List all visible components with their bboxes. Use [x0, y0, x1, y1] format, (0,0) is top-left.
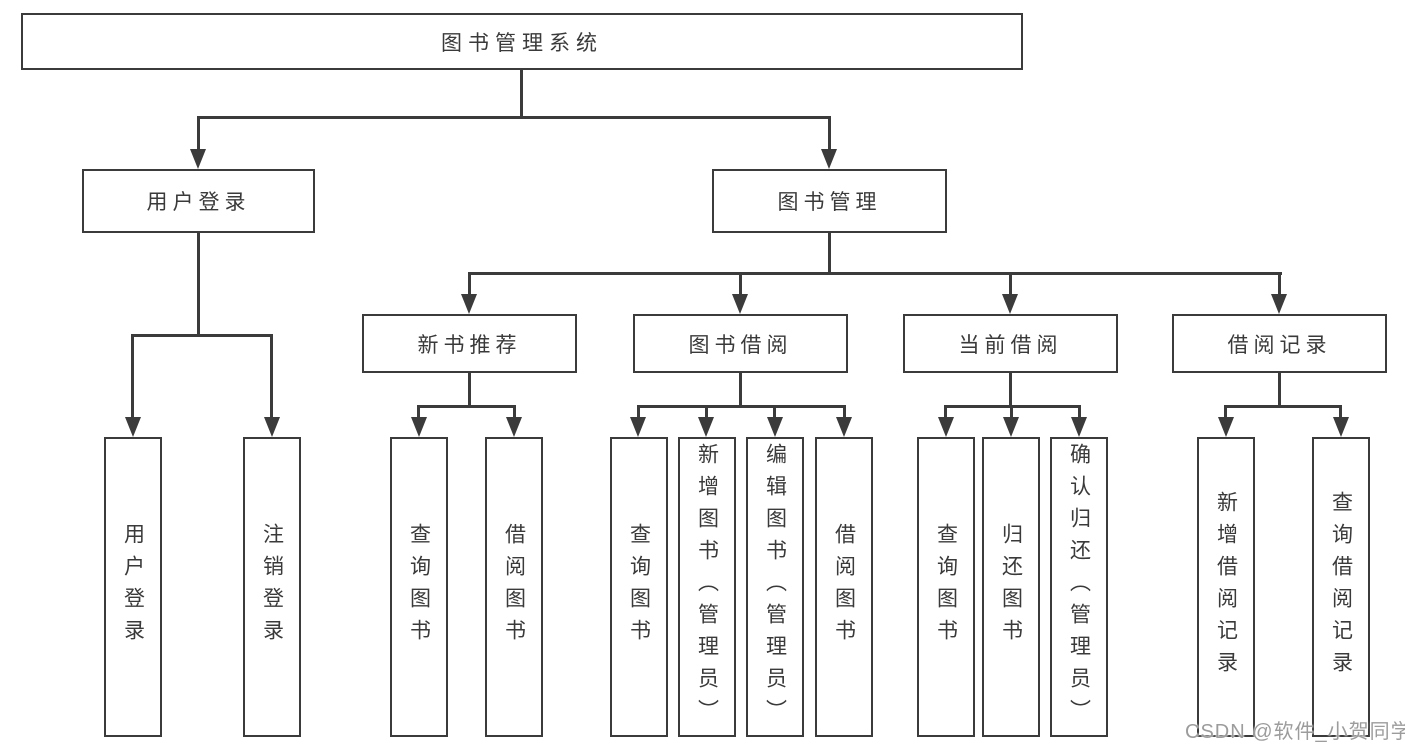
node-label: 图书管理系统 — [441, 31, 603, 55]
connector-line — [1278, 373, 1281, 407]
connector-line — [197, 233, 200, 336]
leaf-label: 查询图书 — [934, 523, 958, 651]
arrow-down-icon — [1003, 417, 1019, 437]
leaf-label: 借阅图书 — [502, 523, 526, 651]
connector-line — [131, 334, 134, 419]
leaf-label: 查询图书 — [407, 523, 431, 651]
connector-line — [1009, 373, 1012, 407]
leaf-borrow-books-1: 借阅图书 — [485, 437, 543, 737]
arrow-down-icon — [411, 417, 427, 437]
leaf-label: 查询图书 — [627, 523, 651, 651]
leaf-label: 归还图书 — [999, 523, 1023, 651]
arrow-down-icon — [506, 417, 522, 437]
leaf-logout: 注销登录 — [243, 437, 301, 737]
leaf-query-books-2: 查询图书 — [610, 437, 668, 737]
csdn-watermark: CSDN @软件_小贺同学 — [1185, 721, 1405, 743]
leaf-label: 编辑图书（管理员） — [763, 443, 787, 731]
arrow-down-icon — [1333, 417, 1349, 437]
node-label: 新书推荐 — [417, 333, 522, 357]
node-user-login: 用户登录 — [82, 169, 315, 233]
arrow-down-icon — [461, 294, 477, 314]
leaf-query-books-3: 查询图书 — [917, 437, 975, 737]
connector-line — [637, 405, 640, 419]
leaf-edit-books-admin: 编辑图书（管理员） — [746, 437, 804, 737]
node-current-borrowing: 当前借阅 — [903, 314, 1118, 373]
node-label: 图书管理 — [777, 191, 882, 214]
node-label: 借阅记录 — [1227, 333, 1332, 357]
leaf-query-books-1: 查询图书 — [390, 437, 448, 737]
leaf-label: 新增借阅记录 — [1214, 491, 1238, 683]
arrow-down-icon — [264, 417, 280, 437]
node-borrowing-records: 借阅记录 — [1172, 314, 1387, 373]
node-label: 当前借阅 — [958, 333, 1063, 357]
connector-line — [197, 116, 200, 151]
connector-line — [1078, 405, 1081, 419]
arrow-down-icon — [1218, 417, 1234, 437]
leaf-return-books: 归还图书 — [982, 437, 1040, 737]
arrow-down-icon — [630, 417, 646, 437]
arrow-down-icon — [767, 417, 783, 437]
connector-line — [1224, 405, 1227, 419]
arrow-down-icon — [732, 294, 748, 314]
connector-line — [1278, 272, 1281, 296]
connector-line — [468, 272, 471, 296]
connector-line — [520, 69, 523, 117]
leaf-query-borrow-record: 查询借阅记录 — [1312, 437, 1370, 737]
connector-line — [417, 405, 516, 408]
connector-line — [637, 405, 846, 408]
connector-line — [705, 405, 708, 419]
connector-line — [513, 405, 516, 419]
leaf-add-borrow-record: 新增借阅记录 — [1197, 437, 1255, 737]
node-book-management: 图书管理 — [712, 169, 947, 233]
leaf-label: 注销登录 — [260, 523, 284, 651]
connector-line — [270, 334, 273, 419]
node-library-management-system: 图书管理系统 — [21, 13, 1023, 70]
connector-line — [1224, 405, 1342, 408]
arrow-down-icon — [698, 417, 714, 437]
leaf-label: 用户登录 — [121, 523, 145, 651]
leaf-user-login: 用户登录 — [104, 437, 162, 737]
connector-line — [468, 373, 471, 407]
connector-line — [739, 272, 742, 296]
leaf-label: 借阅图书 — [832, 523, 856, 651]
arrow-down-icon — [1071, 417, 1087, 437]
arrow-down-icon — [938, 417, 954, 437]
node-label: 用户登录 — [146, 191, 251, 214]
connector-line — [944, 405, 947, 419]
connector-line — [1010, 405, 1013, 419]
leaf-confirm-return-admin: 确认归还（管理员） — [1050, 437, 1108, 737]
connector-line — [468, 272, 1282, 275]
leaf-borrow-books-2: 借阅图书 — [815, 437, 873, 737]
arrow-down-icon — [836, 417, 852, 437]
connector-line — [828, 116, 831, 151]
connector-line — [843, 405, 846, 419]
connector-line — [1009, 272, 1012, 296]
arrow-down-icon — [1271, 294, 1287, 314]
connector-line — [131, 334, 273, 337]
connector-line — [739, 373, 742, 407]
leaf-label: 新增图书（管理员） — [695, 443, 719, 731]
connector-line — [828, 233, 831, 274]
leaf-label: 查询借阅记录 — [1329, 491, 1353, 683]
leaf-label: 确认归还（管理员） — [1067, 443, 1091, 731]
connector-line — [1339, 405, 1342, 419]
arrow-down-icon — [821, 149, 837, 169]
node-label: 图书借阅 — [688, 333, 793, 357]
node-book-borrowing: 图书借阅 — [633, 314, 848, 373]
connector-line — [197, 116, 831, 119]
connector-line — [417, 405, 420, 419]
arrow-down-icon — [1002, 294, 1018, 314]
leaf-add-books-admin: 新增图书（管理员） — [678, 437, 736, 737]
node-new-book-recommendation: 新书推荐 — [362, 314, 577, 373]
arrow-down-icon — [190, 149, 206, 169]
connector-line — [773, 405, 776, 419]
arrow-down-icon — [125, 417, 141, 437]
